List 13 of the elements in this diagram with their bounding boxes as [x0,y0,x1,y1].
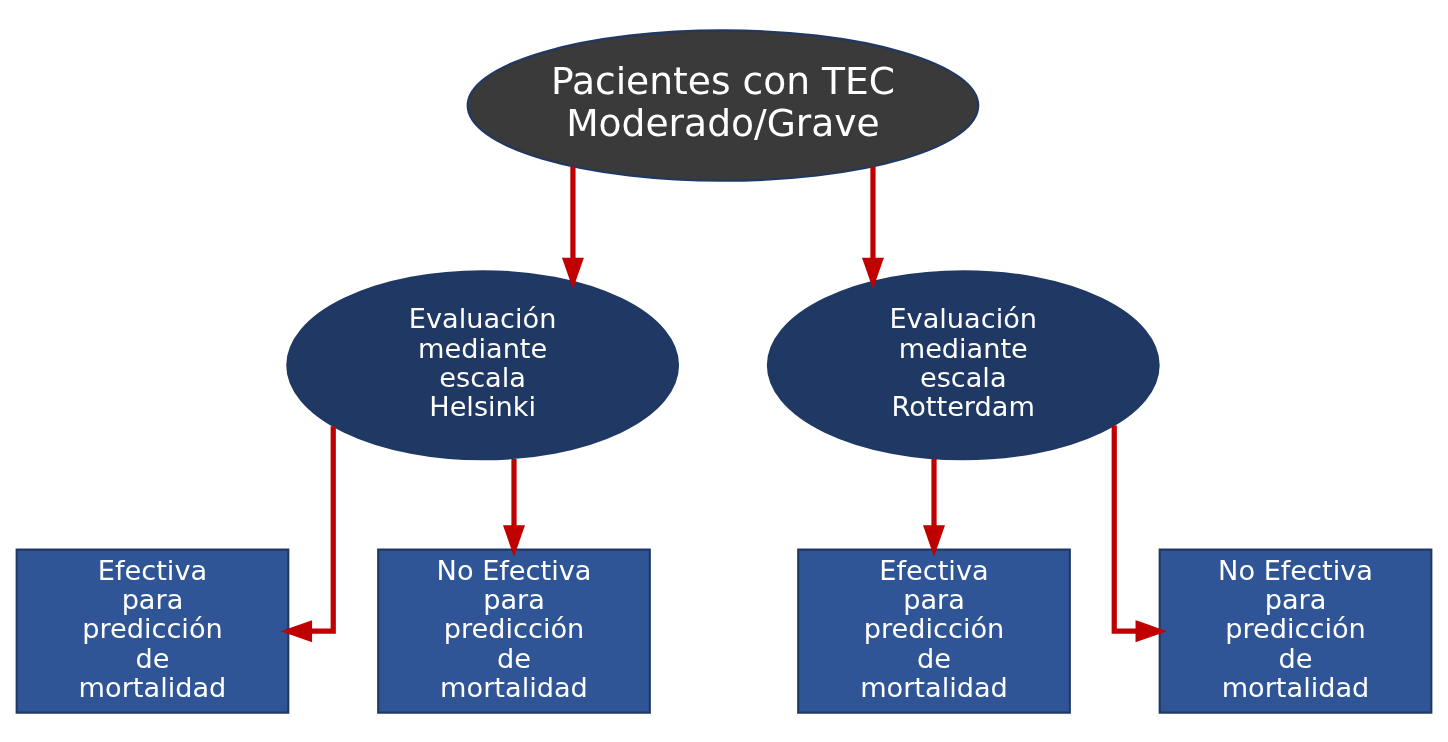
arrow [1111,425,1167,642]
arrow [862,165,884,289]
node-box: Efectiva para predicción de mortalidad [797,548,1071,714]
node-box: Efectiva para predicción de mortalidad [15,548,290,714]
node-ellipse: Evaluación mediante escala Rotterdam [766,269,1160,460]
arrow [280,425,336,642]
arrow [923,458,945,557]
node-ellipse: Evaluación mediante escala Helsinki [286,269,680,460]
node-box: No Efectiva para predicción de mortalidad [1158,548,1433,714]
arrow [561,165,584,289]
node-ellipse: Pacientes con TEC Moderado/Grave [466,28,980,182]
node-box: No Efectiva para predicción de mortalidad [377,548,651,714]
arrow [503,458,525,557]
